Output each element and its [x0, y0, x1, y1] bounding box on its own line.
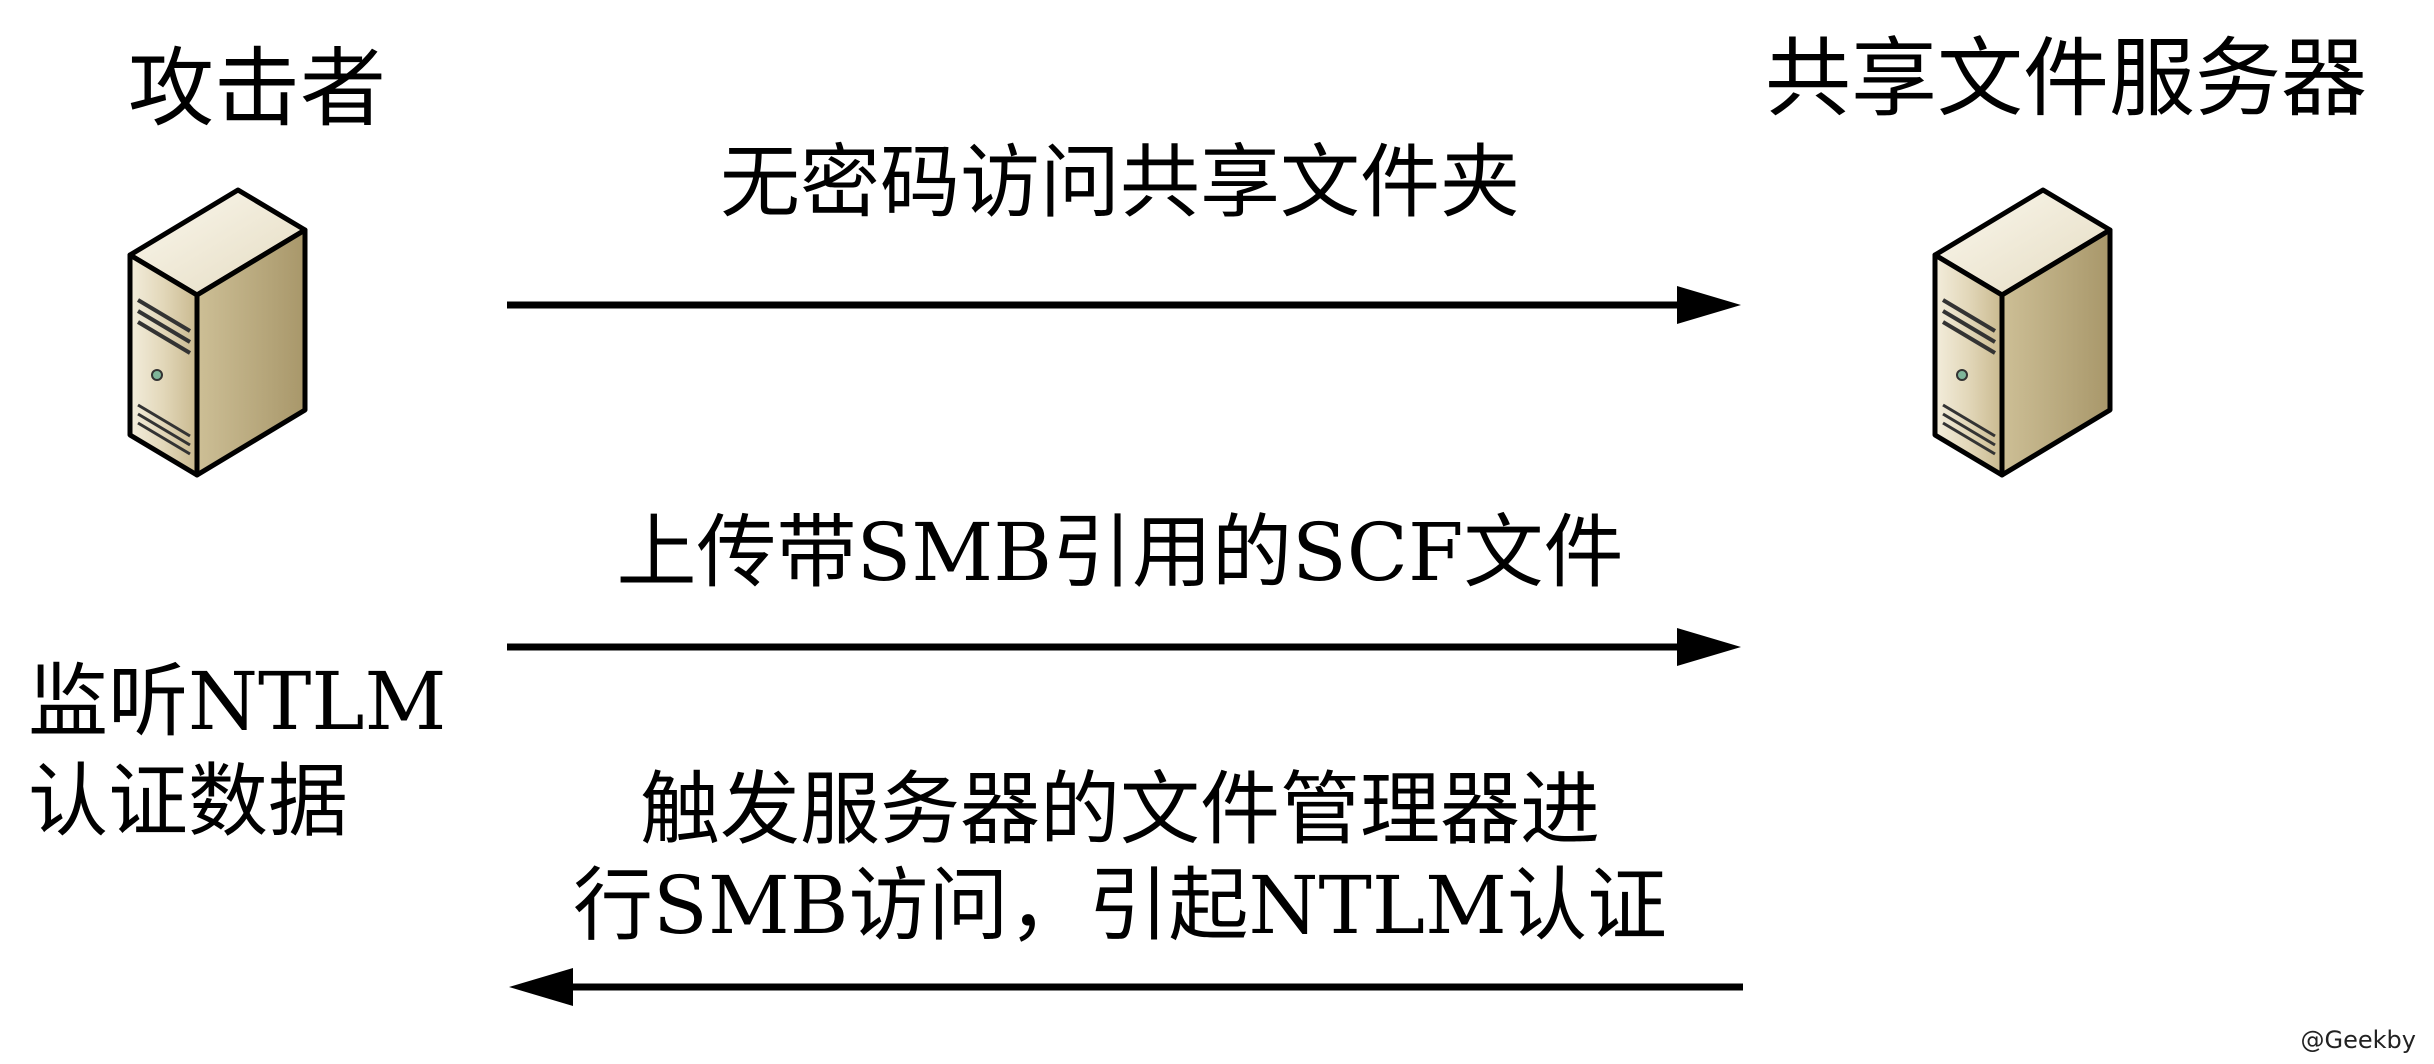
file-server-label: 共享文件服务器 [1765, 29, 2367, 129]
message-3-label-line2: 行SMB访问，引起NTLM认证 [573, 859, 1667, 952]
message-2-arrow [507, 628, 1741, 666]
message-2-label: 上传带SMB引用的SCF文件 [616, 506, 1624, 599]
listen-ntlm-note-line1: 监听NTLM [28, 655, 447, 748]
listen-ntlm-note: 监听NTLM 认证数据 [28, 652, 446, 852]
message-3-arrow [509, 968, 1743, 1006]
message-3-label-line1: 触发服务器的文件管理器进 [640, 763, 1600, 856]
file-server-icon [1932, 187, 2113, 478]
message-1-arrow [507, 286, 1741, 324]
attacker-server-icon [127, 187, 308, 478]
watermark: @Geekby [2300, 1026, 2416, 1054]
message-3-label: 触发服务器的文件管理器进 行SMB访问，引起NTLM认证 [510, 762, 1730, 954]
attacker-label: 攻击者 [128, 39, 386, 139]
message-1-label: 无密码访问共享文件夹 [720, 136, 1520, 229]
listen-ntlm-note-line2: 认证数据 [28, 755, 348, 848]
